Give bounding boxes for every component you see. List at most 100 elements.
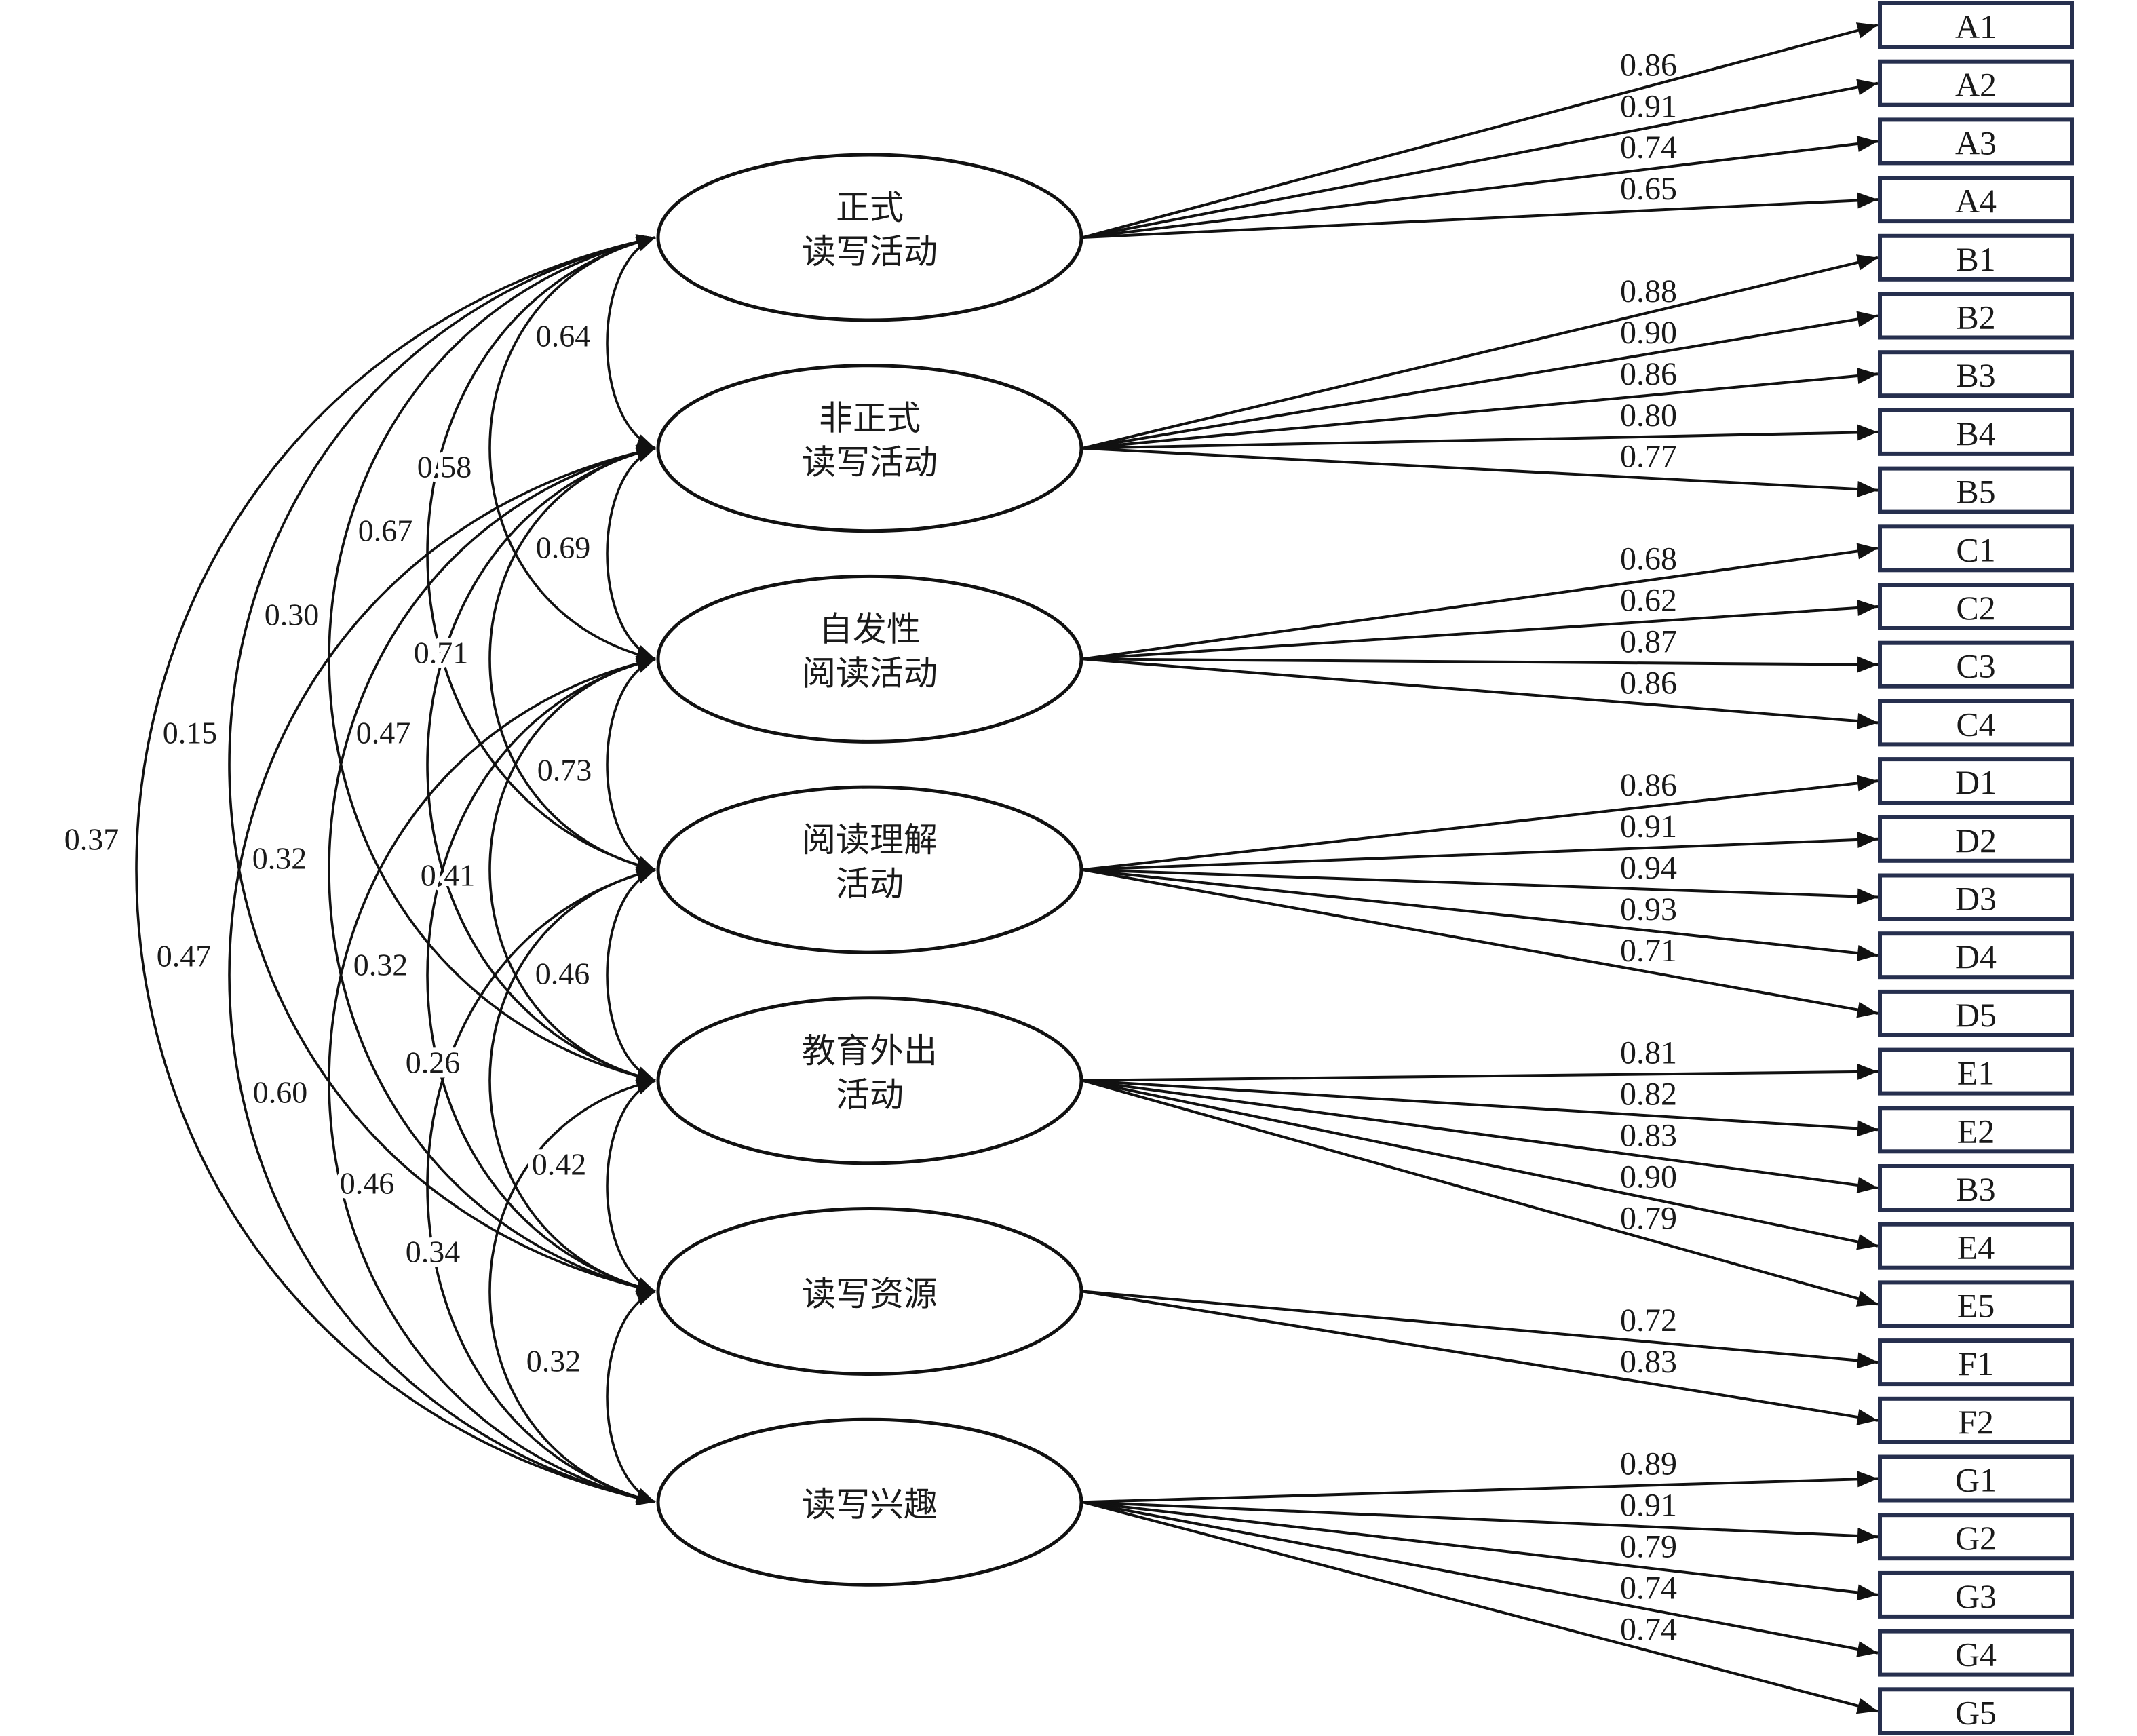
- loading-arrow: [1082, 22, 1879, 239]
- loading-value: 0.94: [1620, 850, 1677, 886]
- loading-arrow: [1082, 192, 1879, 239]
- indicator-box: [1878, 989, 2074, 1037]
- correlation-arc: [606, 1079, 656, 1293]
- factor-ellipse: [656, 364, 1083, 533]
- indicator-box: [1878, 292, 2074, 340]
- indicator: D3: [1878, 873, 2074, 921]
- loading-value: 0.79: [1620, 1528, 1677, 1564]
- indicator: D1: [1878, 757, 2074, 805]
- factor-ellipse: [656, 153, 1083, 322]
- loading-labels: 0.860.910.740.650.880.900.860.800.770.68…: [1620, 47, 1677, 1647]
- factor-label: 教育外出活动: [802, 1031, 938, 1115]
- indicator-box: [1878, 59, 2074, 107]
- correlation-value: 0.64: [536, 319, 591, 353]
- loading-arrow: [1082, 657, 1879, 729]
- loading-value: 0.86: [1620, 665, 1677, 701]
- loading-arrow: [1082, 311, 1879, 450]
- indicator: C2: [1878, 583, 2074, 630]
- factor-label: 自发性阅读活动: [802, 609, 938, 693]
- indicator-box: [1878, 1280, 2074, 1328]
- indicator-label: G4: [1955, 1636, 1997, 1674]
- loading-value: 0.89: [1620, 1446, 1677, 1482]
- indicator-label: G2: [1955, 1519, 1997, 1557]
- latent-factor: 正式读写活动: [656, 153, 1083, 322]
- loading-value: 0.91: [1620, 1487, 1677, 1523]
- indicator-label: B3: [1956, 1170, 1995, 1208]
- indicator-label: E4: [1957, 1229, 1995, 1267]
- indicator-box: [1878, 1629, 2074, 1677]
- indicator-box: [1878, 524, 2074, 573]
- indicator-box: [1878, 466, 2074, 514]
- factor-label-line: 活动: [836, 864, 904, 904]
- loading-value: 0.86: [1620, 767, 1677, 803]
- loading-value: 0.71: [1620, 933, 1677, 969]
- correlation-arc: [228, 234, 656, 1295]
- indicator: B1: [1878, 233, 2074, 282]
- indicator-label: C3: [1956, 647, 1995, 685]
- indicator-label: B2: [1956, 298, 1995, 336]
- indicator-label: C4: [1956, 705, 1995, 743]
- correlation-arc: [606, 447, 656, 661]
- indicator-label: G5: [1955, 1693, 1997, 1731]
- loading-value: 0.91: [1620, 809, 1677, 845]
- loading-paths: [1082, 22, 1879, 1714]
- indicator-label: A3: [1955, 123, 1997, 161]
- loading-arrow: [1082, 656, 1879, 673]
- loading-arrow: [1082, 1501, 1879, 1601]
- indicator: E5: [1878, 1280, 2074, 1328]
- factor-label-line: 读写兴趣: [802, 1485, 938, 1524]
- indicator-label: B3: [1956, 356, 1995, 394]
- correlation-arc: [606, 236, 656, 450]
- indicator-label: F1: [1958, 1345, 1994, 1383]
- loading-value: 0.87: [1620, 623, 1677, 659]
- loading-arrow: [1082, 136, 1879, 239]
- factor-ellipse: [656, 1417, 1083, 1587]
- indicator: G3: [1878, 1570, 2074, 1619]
- loading-value: 0.72: [1620, 1303, 1677, 1338]
- factor-label-line: 正式: [836, 188, 904, 227]
- factor-label: 阅读理解活动: [802, 820, 938, 904]
- indicator: C4: [1878, 699, 2074, 747]
- indicator-label: B5: [1956, 473, 1995, 511]
- indicator: G1: [1878, 1454, 2074, 1503]
- correlation-arc: [488, 234, 656, 662]
- loading-arrow: [1082, 1290, 1879, 1369]
- factor-ellipse: [656, 785, 1083, 954]
- loading-arrow: [1082, 775, 1879, 872]
- indicator-box: [1878, 408, 2074, 456]
- loading-arrow: [1082, 1079, 1879, 1307]
- factor-label: 读写资源: [802, 1275, 938, 1314]
- factor-label-line: 教育外出: [802, 1031, 938, 1070]
- indicator: A2: [1878, 59, 2074, 107]
- loading-value: 0.74: [1620, 1570, 1677, 1606]
- latent-factor: 非正式读写活动: [656, 364, 1083, 533]
- correlation-value: 0.26: [406, 1045, 461, 1080]
- loading-arrow: [1082, 1471, 1879, 1504]
- correlation-value: 0.73: [537, 753, 592, 788]
- correlation-value: 0.30: [265, 598, 320, 632]
- correlation-value: 0.69: [536, 531, 591, 565]
- indicator: E1: [1878, 1047, 2074, 1096]
- factor-label-line: 自发性: [819, 609, 921, 649]
- loading-value: 0.93: [1620, 891, 1677, 927]
- loading-value: 0.79: [1620, 1200, 1677, 1236]
- indicator-box: [1878, 1570, 2074, 1619]
- loading-arrow: [1082, 868, 1879, 961]
- loading-value: 0.80: [1620, 398, 1677, 433]
- loading-value: 0.65: [1620, 171, 1677, 207]
- factor-label-line: 阅读理解: [802, 820, 938, 860]
- indicator: B5: [1878, 466, 2074, 514]
- factor-label-line: 活动: [836, 1075, 904, 1115]
- latent-factor: 自发性阅读活动: [656, 574, 1083, 744]
- correlation-value: 0.37: [64, 822, 119, 857]
- factor-ellipse: [656, 996, 1083, 1165]
- correlation-arc: [488, 655, 656, 1084]
- correlation-value: 0.32: [526, 1344, 581, 1378]
- indicator: G2: [1878, 1513, 2074, 1561]
- loading-value: 0.86: [1620, 47, 1677, 83]
- indicator: E2: [1878, 1106, 2074, 1154]
- correlation-value: 0.32: [252, 841, 307, 876]
- loading-value: 0.62: [1620, 582, 1677, 618]
